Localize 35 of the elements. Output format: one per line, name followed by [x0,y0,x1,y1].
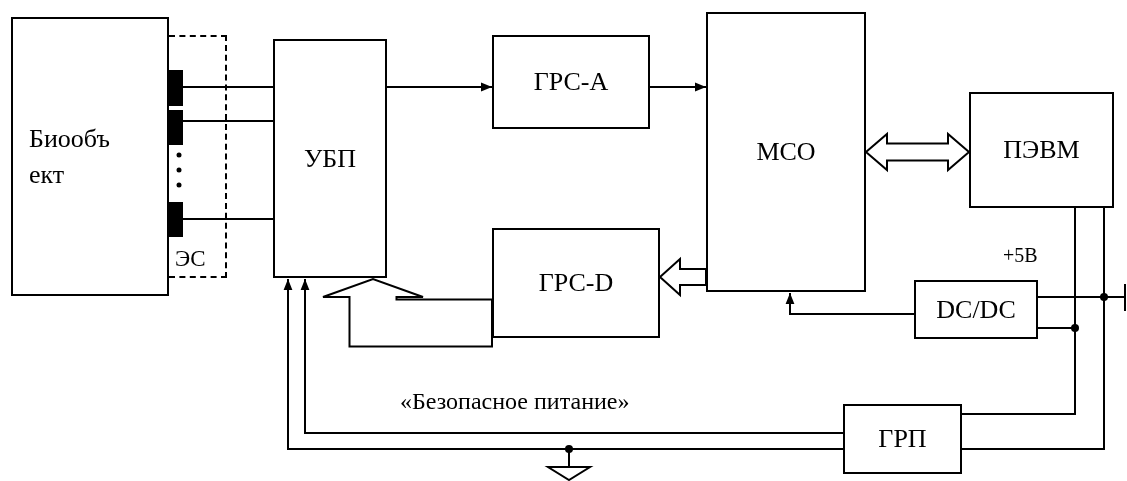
block-label: ГРС-А [533,69,609,95]
block-label: DC/DC [936,296,1016,323]
dashed-group-box [169,35,227,278]
electrode-pad [169,70,183,106]
hollow-arrow [864,131,971,173]
block-box [843,404,962,474]
voltage-label: +5В [1003,243,1038,268]
block-box [273,39,387,278]
block-box [492,35,650,129]
block-box [11,17,169,296]
note-label: «Безопасное питание» [400,387,630,416]
arrow [649,82,707,92]
block-label: ПЭВМ [1003,137,1080,163]
block-label: МСО [756,139,816,165]
block-label: ЭС [175,247,206,270]
hollow-arrow [322,277,493,348]
electrode-pad [169,110,183,145]
block-label: Биообъ ект [29,123,111,191]
arrow [785,292,915,315]
connector-line [961,207,1076,415]
block-box [914,280,1038,339]
electrode-pad [169,202,183,237]
hollow-arrow [658,256,707,298]
block-label: ГРС-D [538,270,614,296]
connector-line [182,218,274,220]
block-box [492,228,660,338]
block-label: УБП [303,145,357,172]
connector-line [1037,208,1076,329]
block-label: ГРП [878,426,927,452]
connector-line [1037,208,1105,298]
block-box [706,12,866,292]
connector-line [182,120,274,122]
arrow [386,82,493,92]
connector-line [182,86,274,88]
block-box [969,92,1114,208]
